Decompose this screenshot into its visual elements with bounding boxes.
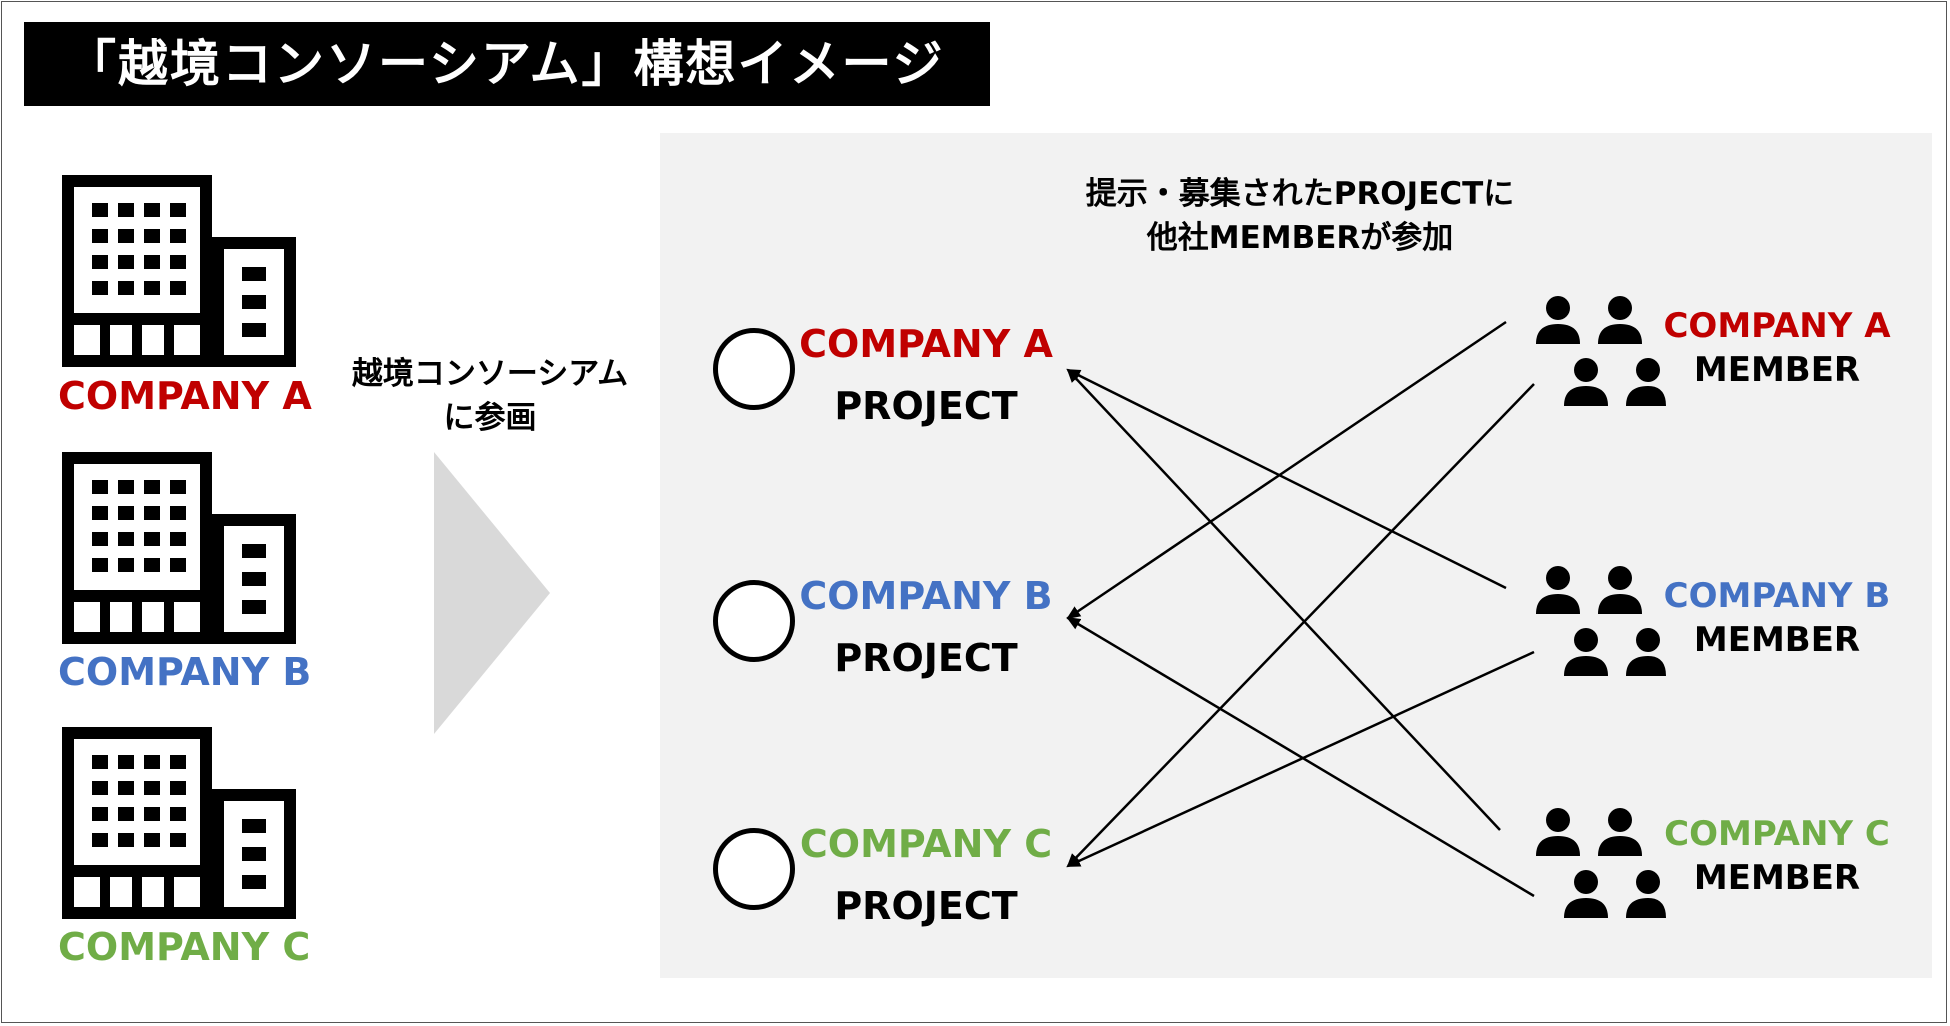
panel-caption-line1: 提示・募集されたPROJECTに — [1085, 176, 1515, 212]
flow-arrow-icon — [434, 452, 550, 734]
link-member-b-to-project-a — [1066, 368, 1507, 590]
project-node-b — [713, 580, 795, 662]
member-c-label: MEMBER — [1693, 858, 1861, 898]
member-a-label: MEMBER — [1693, 350, 1861, 390]
participation-caption-line2: に参画 — [443, 400, 537, 436]
member-b-label: MEMBER — [1693, 620, 1861, 660]
member-a-company: COMPANY A — [1663, 306, 1891, 346]
link-member-b-to-project-c — [1066, 650, 1535, 868]
participation-caption-line1: 越境コンソーシアム — [351, 356, 629, 392]
member-b-company: COMPANY B — [1663, 576, 1891, 616]
company-a-label: COMPANY A — [58, 374, 312, 418]
member-c-company: COMPANY C — [1664, 814, 1890, 854]
consortium-panel — [660, 133, 1932, 978]
panel-caption-line2: 他社MEMBERが参加 — [1146, 220, 1454, 256]
project-a-label: PROJECT — [834, 384, 1018, 428]
panel-caption: 提示・募集されたPROJECTに 他社MEMBERが参加 — [1000, 172, 1600, 260]
link-member-c-to-project-a — [1066, 368, 1501, 831]
project-a-company: COMPANY A — [799, 322, 1053, 366]
project-node-a — [713, 328, 795, 410]
page-title: 「越境コンソーシアム」構想イメージ — [24, 22, 990, 106]
building-icon-company-a — [62, 175, 296, 367]
building-icon-company-c — [62, 727, 296, 919]
company-b-label: COMPANY B — [58, 650, 312, 694]
people-icon-company-b — [1536, 566, 1666, 676]
building-icon-company-b — [62, 452, 296, 644]
people-icon-company-c — [1536, 808, 1666, 918]
link-member-a-to-project-c — [1066, 383, 1535, 868]
project-b-label: PROJECT — [834, 636, 1018, 680]
project-b-company: COMPANY B — [799, 574, 1053, 618]
project-c-label: PROJECT — [834, 884, 1018, 928]
company-c-label: COMPANY C — [58, 925, 311, 969]
project-node-c — [713, 828, 795, 910]
people-icon-company-a — [1536, 296, 1666, 406]
link-member-c-to-project-b — [1066, 616, 1535, 898]
participation-caption: 越境コンソーシアム に参画 — [320, 352, 660, 440]
project-c-company: COMPANY C — [799, 822, 1053, 866]
link-member-a-to-project-b — [1066, 320, 1507, 620]
